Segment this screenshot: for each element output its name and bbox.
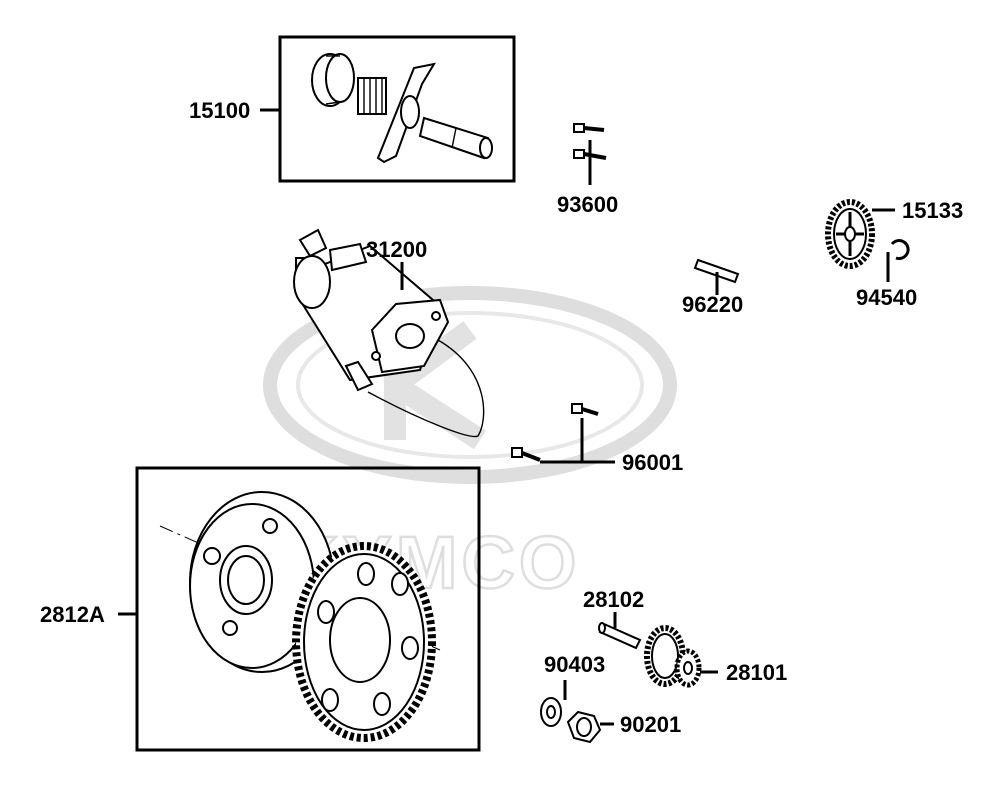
part-90403-washer [540,697,562,727]
label-94540: 94540 [856,285,917,310]
label-15133: 15133 [902,198,963,223]
label-93600: 93600 [557,192,618,217]
part-15100-kit [278,35,516,183]
part-96001-bolts [511,403,599,462]
label-2812A: 2812A [40,602,105,627]
label-31200: 31200 [366,237,427,262]
part-93600-bolts [573,123,607,160]
label-28101: 28101 [726,660,787,685]
part-15133-gear [825,199,875,269]
label-96220: 96220 [682,292,743,317]
label-96001: 96001 [622,450,683,475]
part-31200-starter-motor [293,228,485,438]
label-28102: 28102 [583,587,644,612]
part-28101-idle-gear [644,625,702,688]
part-28102-shaft [598,622,642,650]
part-94540-circlip [890,239,910,261]
label-15100: 15100 [189,98,250,123]
label-90403: 90403 [544,652,605,677]
label-90201: 90201 [620,712,681,737]
part-90201-nut [566,710,602,744]
part-96220-pin [693,258,740,284]
part-2812A-starter-clutch [135,466,481,752]
